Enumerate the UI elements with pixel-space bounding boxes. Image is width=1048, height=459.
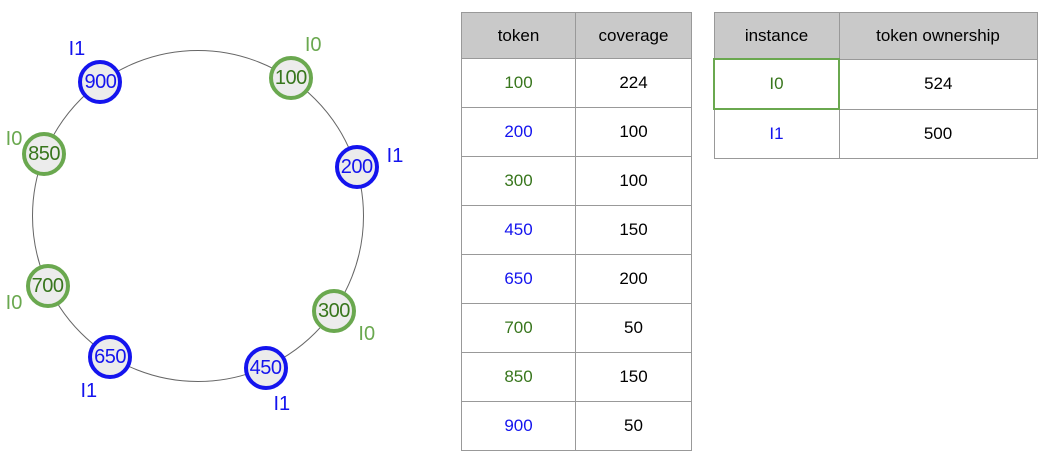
table-row: 100 224 — [461, 58, 692, 108]
ring-node-token: 650 — [94, 345, 126, 368]
ring-node-200: 200 — [334, 145, 379, 190]
ring-node-instance-label: I1 — [80, 379, 98, 402]
ring-node-instance-label: I1 — [273, 393, 291, 416]
ring-node-instance-label: I0 — [5, 292, 23, 315]
table-row: I0 524 — [713, 58, 1038, 110]
token-cell: 450 — [461, 205, 576, 255]
coverage-table-header-token: token — [461, 12, 576, 59]
ring-node-instance-label: I1 — [386, 144, 404, 167]
table-row: I1 500 — [713, 108, 1038, 159]
ring-node-instance-label: I0 — [5, 127, 23, 150]
coverage-table: token coverage 100 224 200 100 300 100 4… — [461, 12, 692, 451]
instance-cell: I0 — [713, 58, 840, 110]
ownership-cell: 500 — [838, 108, 1038, 159]
table-row: 700 50 — [461, 303, 692, 353]
ownership-table-header-instance: instance — [713, 12, 840, 60]
table-header-row: token coverage — [461, 12, 692, 59]
ring-node-instance-label: I1 — [68, 38, 86, 61]
ring-node-token: 850 — [28, 142, 61, 165]
ring-node-token: 450 — [249, 356, 282, 379]
table-row: 450 150 — [461, 205, 692, 255]
ring-node-token: 900 — [84, 70, 117, 93]
ring-node-instance-label: I0 — [358, 323, 376, 346]
ring-node-300: 300 — [311, 289, 356, 334]
token-cell: 100 — [461, 58, 576, 108]
token-cell: 900 — [461, 401, 576, 451]
ring-node-token: 700 — [31, 275, 64, 298]
ring-node-850: 850 — [22, 131, 67, 176]
ownership-table: instance token ownership I0 524 I1 500 — [713, 12, 1038, 159]
table-row: 900 50 — [461, 401, 692, 451]
coverage-cell: 224 — [575, 58, 692, 108]
table-row: 300 100 — [461, 156, 692, 206]
coverage-cell: 50 — [575, 303, 692, 353]
ring-node-700: 700 — [25, 264, 70, 309]
token-cell: 300 — [461, 156, 576, 206]
coverage-table-header-coverage: coverage — [575, 12, 692, 59]
ring-node-token: 200 — [340, 156, 373, 179]
coverage-cell: 200 — [575, 254, 692, 304]
instance-cell: I1 — [713, 108, 840, 159]
ring-circle — [32, 50, 364, 382]
table-row: 850 150 — [461, 352, 692, 402]
ring-node-token: 100 — [274, 67, 307, 90]
token-cell: 650 — [461, 254, 576, 304]
ring-node-100: 100 — [268, 56, 313, 101]
ownership-cell: 524 — [838, 58, 1038, 110]
ownership-table-header-ownership: token ownership — [838, 12, 1038, 60]
coverage-cell: 50 — [575, 401, 692, 451]
table-row: 200 100 — [461, 107, 692, 157]
table-row: 650 200 — [461, 254, 692, 304]
ring-node-instance-label: I0 — [304, 34, 322, 57]
coverage-cell: 100 — [575, 107, 692, 157]
coverage-cell: 150 — [575, 205, 692, 255]
table-header-row: instance token ownership — [713, 12, 1038, 60]
token-cell: 200 — [461, 107, 576, 157]
ring-node-450: 450 — [243, 345, 288, 390]
ring-node-650: 650 — [88, 334, 133, 379]
ring-node-token: 300 — [318, 300, 350, 323]
token-cell: 700 — [461, 303, 576, 353]
token-cell: 850 — [461, 352, 576, 402]
coverage-cell: 150 — [575, 352, 692, 402]
coverage-cell: 100 — [575, 156, 692, 206]
ring-node-900: 900 — [78, 59, 123, 104]
